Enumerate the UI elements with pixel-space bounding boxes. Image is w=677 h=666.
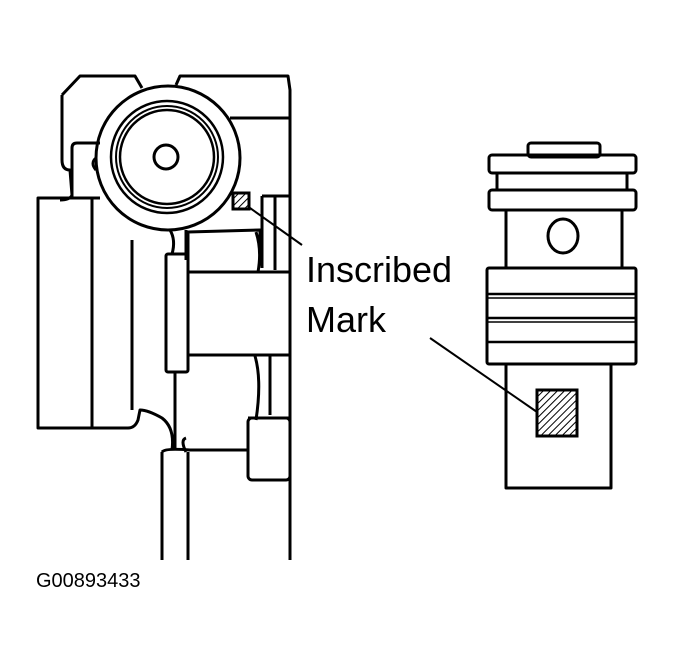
valve-body: [36, 74, 292, 560]
valve-spool: [485, 141, 638, 490]
figure-id: G00893433: [36, 570, 141, 592]
inscribed-mark-body: [231, 191, 251, 211]
callout-label-line2: Mark: [306, 299, 386, 340]
inscribed-mark-spool: [535, 388, 579, 438]
callout-label-line1: Inscribed: [306, 249, 453, 290]
leader-line-spool: [429, 337, 538, 413]
leader-line-body: [249, 207, 303, 246]
